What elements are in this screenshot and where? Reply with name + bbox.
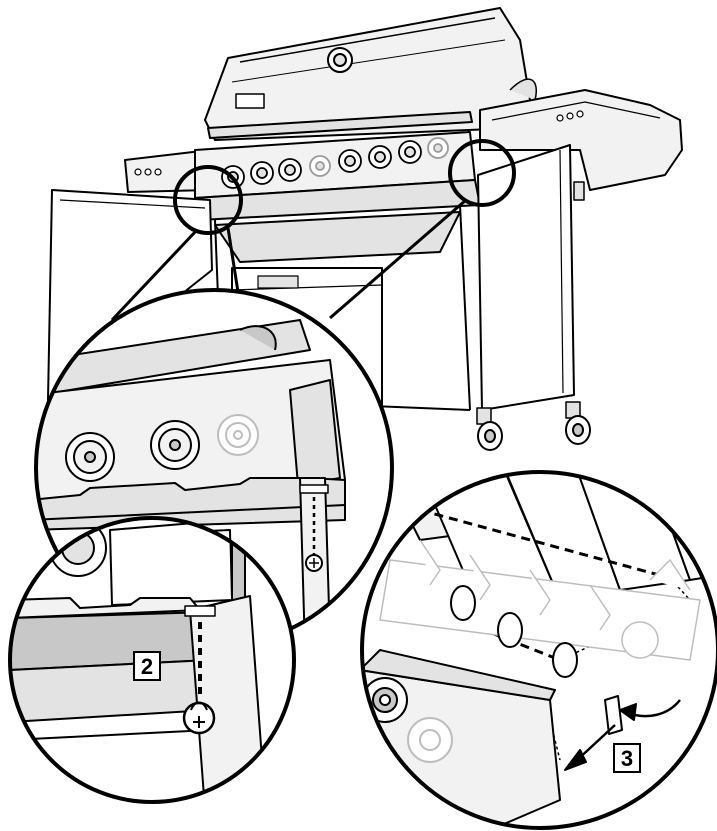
burner-openings — [450, 585, 578, 678]
screw-icon — [305, 554, 323, 572]
step-2-badge: 2 — [133, 651, 161, 681]
right-side-table — [479, 89, 683, 191]
arrow-rotate-icon — [619, 699, 681, 721]
detail-circle-step-3: 3 — [360, 470, 717, 830]
callout-leader-lines — [110, 198, 467, 322]
caster-wheels — [476, 401, 591, 451]
right-door — [477, 144, 575, 411]
step-2-label: 2 — [141, 654, 153, 679]
detail-knob-2 — [150, 420, 200, 470]
callout-right-marker — [448, 139, 516, 207]
callout-left-marker — [173, 165, 243, 235]
screw-icon-large — [182, 701, 216, 735]
brand-logo — [235, 93, 265, 109]
step-3-badge: 3 — [613, 743, 641, 773]
callout-markers — [173, 139, 516, 235]
detail-knob-1 — [65, 432, 115, 482]
arrow-pull-icon — [564, 724, 616, 771]
detail-circle-step-2: 2 — [8, 516, 296, 804]
lid-handle — [207, 111, 473, 139]
panel-knob-ghost — [407, 717, 453, 763]
step-3-label: 3 — [621, 746, 633, 771]
detail-knob-ghost — [217, 414, 259, 456]
ghost-manifold — [379, 539, 701, 661]
